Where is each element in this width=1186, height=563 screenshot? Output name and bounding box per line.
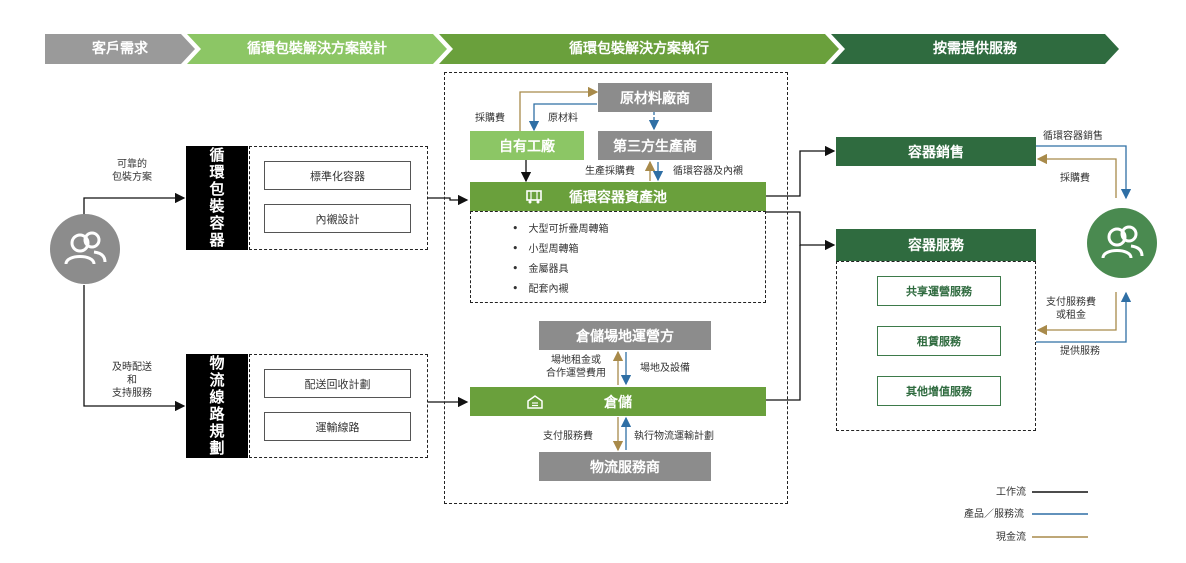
person-group-icon: [1101, 225, 1144, 259]
pay-fee-or-rent-label: 支付服務費 或租金: [1046, 297, 1096, 321]
logistics-provider: 物流服務商: [539, 452, 711, 481]
warehouse-icon: [527, 395, 543, 409]
stage-banner-4: 按需提供服務: [831, 34, 1119, 64]
stage-banner-2: 循環包裝解決方案設計: [187, 34, 447, 64]
pool-item: 配套內襯: [512, 279, 609, 299]
stage-banner-1: 客戶需求: [45, 34, 195, 64]
pool-item: 大型可折疊周轉箱: [512, 219, 609, 239]
legend-cash-flow: 現金流: [996, 532, 1026, 543]
person-group-icon: [64, 231, 107, 265]
logistics-note: 及時配送 和 支持服務: [112, 362, 152, 399]
standard-container-item: 標準化容器: [264, 161, 411, 190]
containers-liners-label: 循環容器及內襯: [673, 166, 743, 177]
logistics-route-label: 物流線路規劃: [186, 354, 248, 458]
purchase-fee-right-label: 採購費: [1060, 173, 1090, 184]
warehouse: 倉儲: [470, 387, 766, 416]
raw-material-label: 原材料: [548, 113, 578, 124]
delivery-recovery-item: 配送回收計劃: [264, 369, 411, 398]
client-avatar: [1087, 208, 1157, 278]
stage-banner-3: 循環包裝解決方案執行: [439, 34, 839, 64]
container-icon: [526, 190, 542, 204]
customer-avatar: [50, 214, 120, 284]
warehouse-operator: 倉儲場地運營方: [539, 321, 711, 350]
container-services: 容器服務: [836, 229, 1036, 261]
production-fee-label: 生產採購費: [585, 166, 635, 177]
services-dashed-box: [836, 261, 1036, 431]
execute-plan-label: 執行物流運輸計劃: [634, 431, 714, 442]
container-sales: 容器銷售: [836, 137, 1036, 166]
pool-item: 金屬器具: [512, 259, 609, 279]
purchase-fee-label: 採購費: [475, 113, 505, 124]
shared-operation-service: 共享運營服務: [877, 276, 1001, 306]
provide-service-label: 提供服務: [1060, 346, 1100, 357]
rent-fee-label: 場地租金或 合作運營費用: [546, 355, 606, 379]
site-equipment-label: 場地及設備: [640, 363, 690, 374]
pool-item: 小型周轉箱: [512, 239, 609, 259]
liner-design-item: 內襯設計: [264, 204, 411, 233]
pay-service-label: 支付服務費: [543, 431, 593, 442]
other-value-added-service: 其他增值服務: [877, 376, 1001, 406]
pool-dashed-box: [470, 211, 766, 303]
execution-dashed-box: [444, 72, 788, 504]
third-party-manufacturer: 第三方生產商: [598, 131, 712, 160]
packaging-dashed-box: [249, 146, 428, 250]
packaging-note: 可靠的 包裝方案: [112, 159, 152, 183]
legend-workflow: 工作流: [996, 487, 1026, 498]
logistics-dashed-box: [249, 354, 428, 458]
container-asset-pool: 循環容器資產池: [470, 182, 766, 211]
raw-material-supplier: 原材料廠商: [598, 83, 712, 112]
own-factory: 自有工廠: [470, 131, 584, 160]
container-sales-label: 循環容器銷售: [1043, 131, 1103, 142]
leasing-service: 租賃服務: [877, 326, 1001, 356]
legend-product-flow: 產品／服務流: [964, 509, 1024, 520]
packaging-container-label: 循環包裝容器: [186, 146, 248, 250]
transport-route-item: 運輸線路: [264, 412, 411, 441]
pool-item-list: 大型可折疊周轉箱 小型周轉箱 金屬器具 配套內襯: [512, 219, 609, 299]
